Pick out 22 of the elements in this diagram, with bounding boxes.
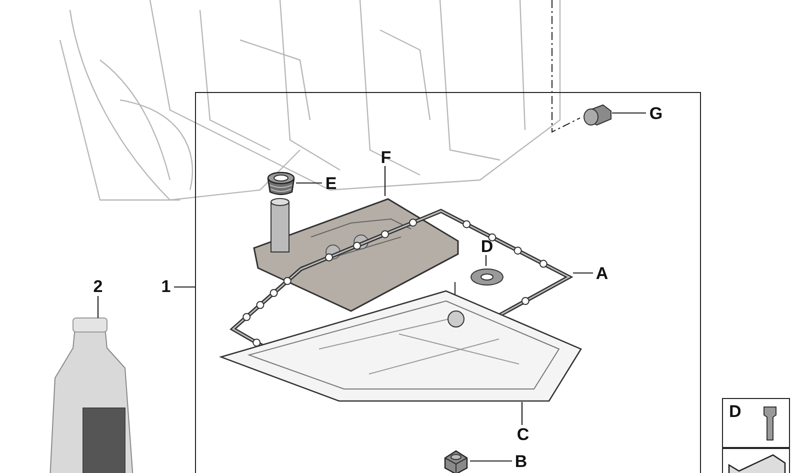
leader-line <box>612 112 646 114</box>
callout-number: 1 <box>158 278 174 296</box>
callout-letter: B <box>513 453 529 471</box>
leader-line <box>470 460 512 462</box>
parts-inset-box <box>722 448 790 473</box>
leader-line <box>485 255 487 266</box>
callout-letter: D <box>479 238 495 256</box>
callout-letter: G <box>647 105 665 123</box>
leader-line <box>97 296 99 318</box>
leader-line <box>384 166 386 196</box>
callout-letter: C <box>515 426 531 444</box>
leader-line <box>521 402 523 425</box>
leader-line <box>296 182 322 184</box>
callout-letter: D <box>729 403 742 421</box>
callout-letter: F <box>378 149 394 167</box>
callout-letter: A <box>594 265 610 283</box>
callout-letter: E <box>323 175 339 193</box>
callout-number: 2 <box>90 278 106 296</box>
parts-inset-box <box>722 398 790 448</box>
kit-frame <box>195 92 701 473</box>
leader-line <box>174 286 195 288</box>
leader-line <box>573 272 593 274</box>
